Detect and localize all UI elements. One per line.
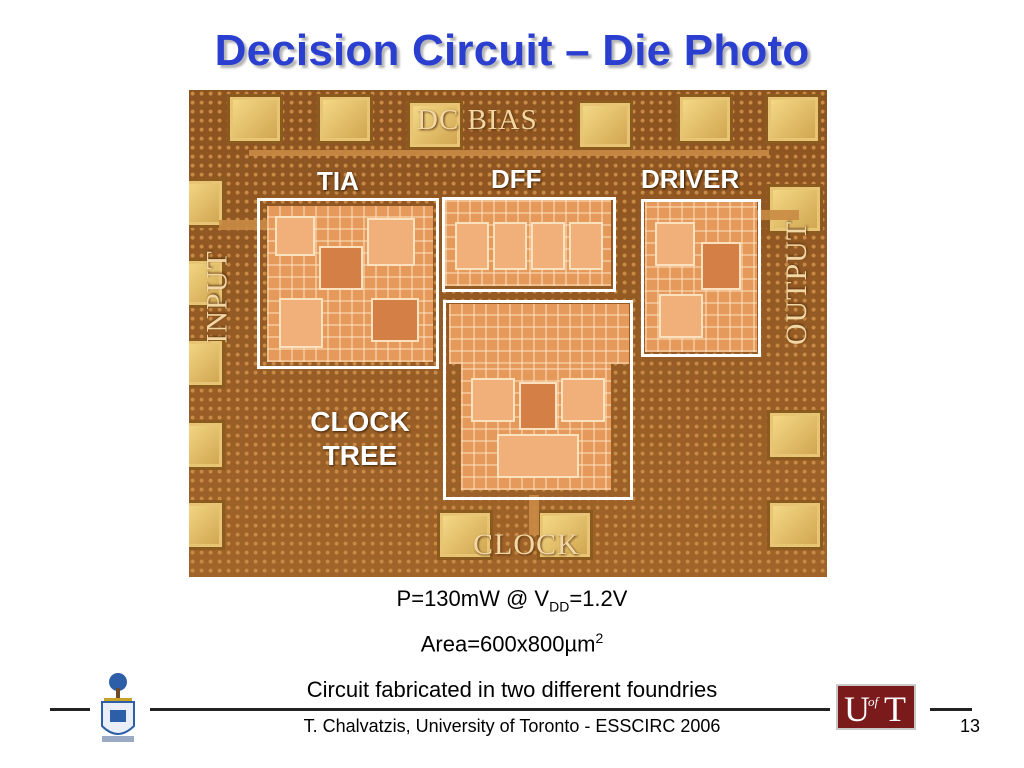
bond-pad [437,510,493,560]
circuit-cell [371,298,419,342]
dff-label: DFF [491,164,542,194]
input-label: INPUT [200,250,234,344]
footer-rule [930,708,972,711]
circuit-cell [275,216,315,256]
bond-pad [677,94,733,144]
tia-label: TIA [317,166,359,196]
bond-pad [227,94,283,144]
bond-pad [407,100,463,150]
circuit-cell [279,298,323,348]
bond-pad [189,178,225,228]
bond-pad [189,338,225,388]
circuit-cell [531,222,565,270]
bond-pad [767,500,823,550]
clock-tree-circuit [449,304,629,364]
circuit-cell [319,246,363,290]
tia-circuit [267,206,433,362]
slide-title: Decision Circuit – Die Photo [214,26,810,75]
university-crest-logo [101,673,135,742]
bond-pad [577,100,633,150]
bond-pad [317,94,373,144]
bond-pad [767,410,823,460]
driver-circuit [645,202,757,352]
clock-label: CLOCK [473,528,580,561]
circuit-cell [655,222,695,266]
circuit-cell [455,222,489,270]
circuit-cell [701,242,741,290]
bond-pad [189,420,225,470]
clock-tree-label-line1: CLOCK [310,406,410,437]
circuit-cell [519,382,557,430]
bond-pad [767,184,823,234]
circuit-cell [497,434,579,478]
metal-trace [749,210,799,220]
output-label: OUTPUT [780,220,814,346]
driver-frame [641,199,761,357]
bond-pad [537,510,593,560]
page-number: 13 [959,716,980,736]
metal-trace [219,220,289,230]
tia-frame [257,198,439,369]
foundry-note: Circuit fabricated in two different foun… [306,677,718,702]
power-spec: P=130mW @ VDD=1.2V [396,586,628,615]
circuit-cell [367,218,415,266]
dc-bias-label: DC BIAS [417,104,538,136]
dff-frame [442,197,616,292]
circuit-cell [471,378,515,422]
uoft-logo: U of T [836,684,916,730]
footer-rule [150,708,830,711]
circuit-cell [561,378,605,422]
clock-tree-frame [443,300,633,500]
metal-trace [529,495,539,535]
metal-trace [249,150,769,156]
circuit-cell [493,222,527,270]
clock-tree-label: CLOCK TREE [290,405,430,473]
circuit-cell [569,222,603,270]
bond-pad [189,500,225,550]
clock-tree-circuit [461,364,611,490]
footer-citation: T. Chalvatzis, University of Toronto - E… [303,716,721,736]
die-photo: DC BIAS INPUT OUTPUT CLOCK [189,90,827,577]
footer-rule [50,708,90,711]
area-spec: Area=600x800µm2 [420,630,604,657]
circuit-cell [659,294,703,338]
clock-tree-label-line2: TREE [322,440,398,471]
dff-circuit [445,200,611,286]
bond-pad [189,258,225,308]
driver-label: DRIVER [641,164,740,194]
bond-pad [765,94,821,144]
